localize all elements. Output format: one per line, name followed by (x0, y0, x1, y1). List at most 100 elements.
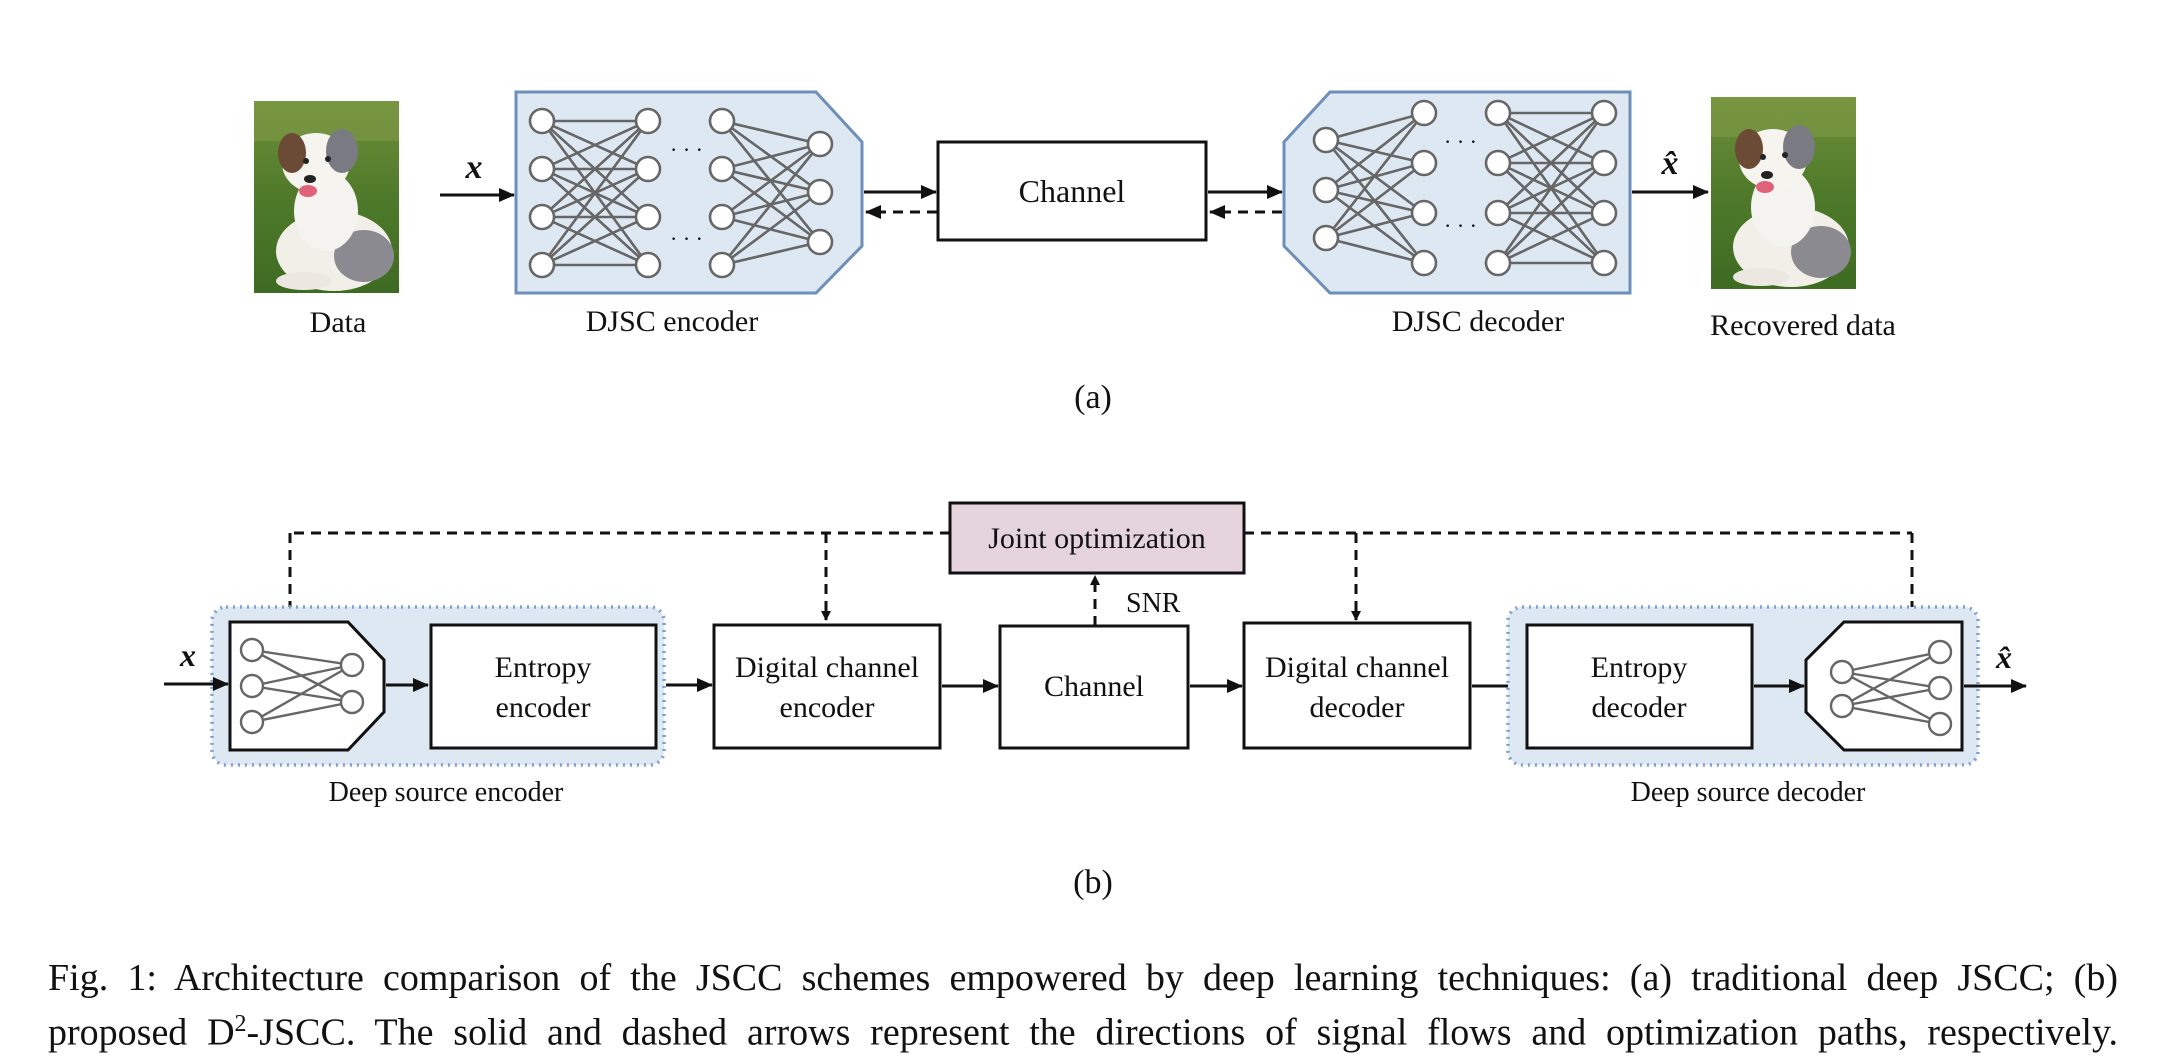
neuron-node (708, 107, 736, 135)
digital-channel-decoder-label-2: decoder (1310, 691, 1405, 724)
neuron-node (339, 689, 365, 715)
channel-label-a: Channel (1019, 173, 1126, 209)
caption-line-2: proposed D2-JSCC. The solid and dashed a… (48, 1001, 2118, 1056)
nn-edge (540, 120, 650, 266)
input-x-symbol: x (465, 149, 483, 186)
nn-edge (1841, 704, 1941, 726)
entropy-encoder-label-1: Entropy (495, 651, 592, 684)
neuron-node (634, 107, 662, 135)
figure-caption: Fig. 1: Architecture comparison of the J… (48, 955, 2118, 1056)
neuron-node (528, 107, 556, 135)
caption-superscript: 2 (234, 1011, 247, 1037)
deep-source-encoder-label: Deep source encoder (329, 777, 564, 808)
nn-edge (1841, 650, 1941, 674)
input-dog-image (254, 101, 399, 293)
neuron-node (1312, 224, 1340, 252)
ellipsis-dots: · · · (670, 137, 703, 162)
channel-label-b: Channel (1044, 670, 1144, 703)
panel-a: Data x · · · · · · DJSC encoder Channel ·… (254, 90, 1896, 416)
neuron-node (634, 155, 662, 183)
nn-edge (721, 142, 821, 219)
neuron-node (1312, 126, 1340, 154)
panel-a-tag: (a) (1074, 379, 1112, 416)
neuron-node (806, 130, 834, 158)
neuron-node (708, 155, 736, 183)
nn-edge (1496, 112, 1606, 264)
encoder-label: DJSC encoder (586, 305, 758, 338)
ellipsis-dots: · · · (1444, 129, 1477, 154)
neuron-node (239, 673, 265, 699)
neuron-node (1829, 659, 1855, 685)
entropy-decoder-label-2: decoder (1592, 691, 1687, 724)
neuron-node (1927, 711, 1953, 737)
neuron-node (1829, 693, 1855, 719)
input-x-symbol-b: x (179, 637, 196, 673)
data-label: Data (310, 306, 367, 339)
optimization-paths (285, 531, 1917, 626)
nn-edge (721, 240, 821, 267)
neuron-node (1590, 149, 1618, 177)
neuron-node (1484, 199, 1512, 227)
neuron-node (1410, 199, 1438, 227)
recovered-data-label: Recovered data (1710, 309, 1896, 342)
nn-edge (1497, 162, 1605, 264)
nn-edge (1497, 111, 1605, 165)
nn-edge (721, 190, 821, 267)
neuron-node (1927, 675, 1953, 701)
neuron-node (1410, 99, 1438, 127)
nn-edge (1497, 211, 1605, 265)
nn-edge (1841, 686, 1941, 708)
channel-box-b (998, 624, 1190, 750)
encoder-network-icon: · · · · · · (528, 107, 834, 279)
nn-edge (541, 215, 649, 267)
small-decoder-network-icon (1829, 639, 1953, 737)
neuron-node (1484, 149, 1512, 177)
small-encoder-network-icon (239, 637, 365, 735)
snr-label: SNR (1126, 588, 1181, 619)
digital-channel-decoder-box (1242, 621, 1472, 750)
nn-edge (1841, 650, 1941, 708)
joint-optimization-box (948, 501, 1246, 575)
decoder-network-icon: · · · · · · (1312, 99, 1618, 277)
decoder-label: DJSC decoder (1392, 305, 1564, 338)
caption-line-2-pre: proposed D (48, 1011, 235, 1054)
nn-edge (251, 648, 353, 667)
ellipsis-dots: · · · (1444, 213, 1477, 238)
nn-edge (1497, 112, 1605, 214)
entropy-decoder-label-1: Entropy (1591, 651, 1688, 684)
neuron-node (1590, 249, 1618, 277)
caption-line-2-post: -JSCC. The solid and dashed arrows repre… (246, 1011, 2118, 1054)
neuron-node (1590, 199, 1618, 227)
digital-channel-encoder-label-2: encoder (780, 691, 875, 724)
nn-edge (251, 663, 353, 724)
neuron-node (1484, 249, 1512, 277)
small-decoder-nn-block (1804, 620, 1964, 752)
nn-edge (1325, 211, 1425, 240)
output-xhat-symbol-b: x̂ (1995, 639, 2012, 675)
deep-source-decoder-label: Deep source decoder (1631, 777, 1866, 808)
neuron-node (1410, 149, 1438, 177)
neuron-node (528, 155, 556, 183)
neuron-node (1312, 176, 1340, 204)
digital-channel-encoder-label-1: Digital channel (735, 651, 919, 684)
nn-edge (541, 120, 649, 218)
nn-edge (1325, 111, 1425, 192)
neuron-node (708, 251, 736, 279)
neuron-node (806, 228, 834, 256)
neuron-node (528, 203, 556, 231)
nn-edge (720, 143, 822, 266)
neuron-node (1484, 99, 1512, 127)
caption-line-1: Fig. 1: Architecture comparison of the J… (48, 957, 2118, 999)
panel-b-tag: (b) (1073, 864, 1113, 901)
nn-edge (1324, 112, 1426, 239)
neuron-node (528, 251, 556, 279)
ellipsis-dots: · · · (670, 226, 703, 251)
neuron-node (239, 709, 265, 735)
neuron-node (634, 251, 662, 279)
nn-edge (251, 663, 353, 688)
output-xhat-symbol: x̂ (1661, 145, 1679, 182)
entropy-encoder-label-2: encoder (496, 691, 591, 724)
channel-box-a (936, 140, 1208, 242)
neuron-node (1590, 99, 1618, 127)
nn-edge (1325, 236, 1425, 265)
